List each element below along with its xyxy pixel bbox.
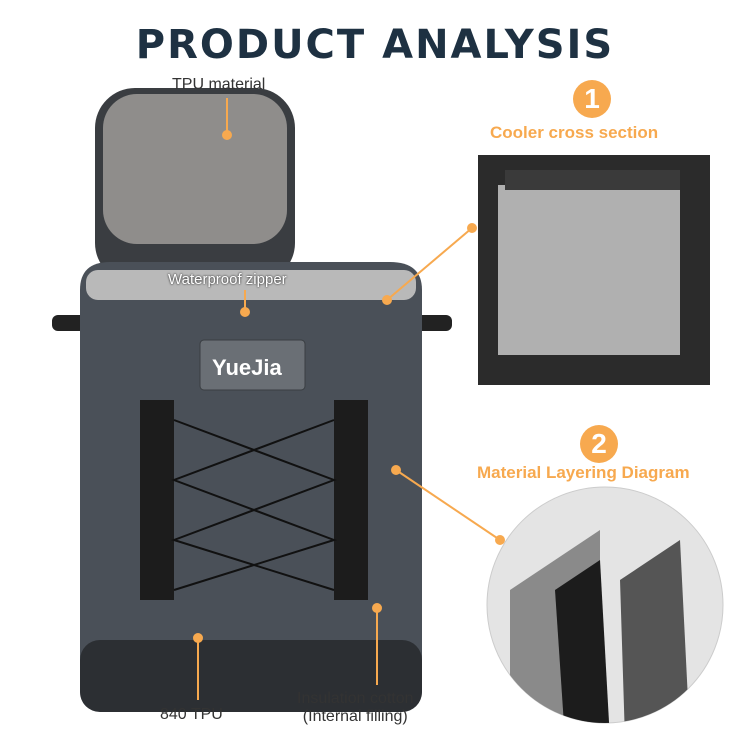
brand-logo: YueJia bbox=[212, 355, 282, 380]
bag-base bbox=[80, 640, 422, 712]
label-tpu-material: TPU material bbox=[172, 76, 266, 93]
label-insulation: Insulation cotton (Internal filling) bbox=[297, 690, 414, 726]
section-number-2: 2 bbox=[580, 425, 618, 463]
left-webbing bbox=[140, 400, 174, 600]
page-title: PRODUCT ANALYSIS bbox=[135, 22, 615, 68]
insulation-line2: (Internal filling) bbox=[302, 708, 408, 725]
section-title-1: Cooler cross section bbox=[490, 123, 659, 142]
insulation-line1: Insulation cotton bbox=[297, 690, 414, 707]
section-number-1: 1 bbox=[573, 80, 611, 118]
bungee-cord bbox=[170, 419, 338, 591]
tpu-lid-panel bbox=[103, 94, 287, 244]
right-webbing bbox=[334, 400, 368, 600]
label-waterproof-zipper: Waterproof zipper bbox=[168, 271, 287, 288]
zipper-opening bbox=[86, 270, 416, 300]
section-title-2: Material Layering Diagram bbox=[477, 463, 690, 482]
label-840-tpu: 840 TPU bbox=[160, 706, 223, 723]
logo-patch bbox=[199, 339, 306, 391]
